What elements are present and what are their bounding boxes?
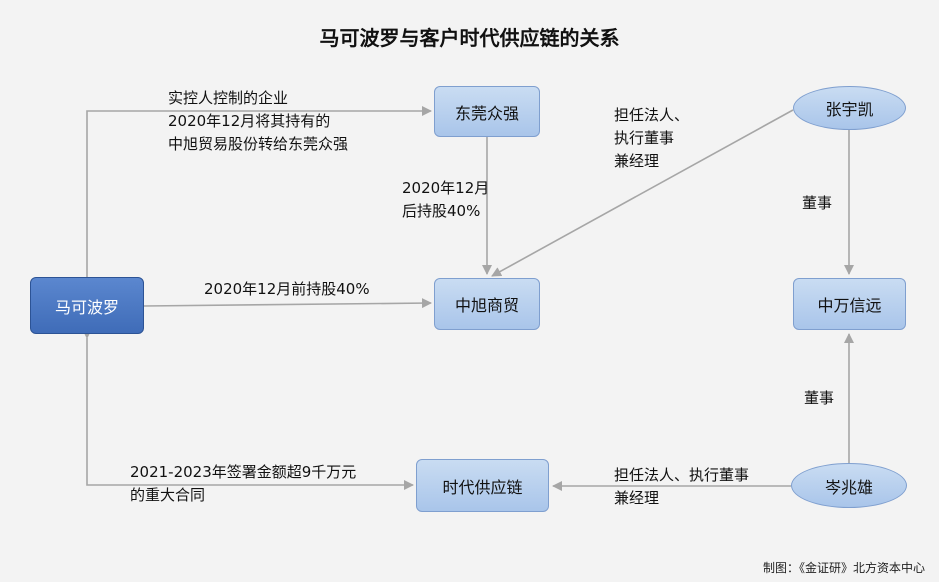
node-makeboluo: 马可波罗: [30, 277, 144, 334]
label-zhangyukai-to-zhongwan: 董事: [802, 192, 832, 215]
edge-makeboluo-to-dongguan: [86, 106, 432, 277]
footer-credit: 制图：《金证研》北方资本中心: [762, 561, 925, 575]
label-line: 董事: [802, 194, 833, 212]
node-dongguan: 东莞众强: [434, 86, 540, 137]
label-line: 中旭贸易股份转给东莞众强: [168, 135, 349, 153]
label-line: 2020年12月将其持有的: [168, 112, 331, 130]
label-zhangyukai-to-zhongxu: 担任法人、 执行董事 兼经理: [614, 104, 689, 173]
label-makeboluo-to-zhongxu: 2020年12月前持股40%: [204, 278, 370, 301]
label-dongguan-to-zhongxu: 2020年12月 后持股40%: [402, 177, 489, 223]
label-line: 担任法人、执行董事: [614, 466, 750, 484]
edge-makeboluo-to-zhongxu: [143, 298, 432, 309]
node-zhongwan: 中万信远: [793, 278, 906, 330]
label-line: 兼经理: [614, 489, 660, 507]
label-line: 执行董事: [614, 129, 675, 147]
label-line: 2020年12月: [402, 179, 490, 197]
label-cenzhaoxiong-to-shidai: 担任法人、执行董事 兼经理: [614, 464, 749, 510]
label-line: 2021-2023年签署金额超9千万元: [130, 463, 357, 481]
label-line: 的重大合同: [130, 486, 206, 504]
label-makeboluo-to-dongguan: 实控人控制的企业 2020年12月将其持有的 中旭贸易股份转给东莞众强: [168, 87, 348, 156]
label-line: 后持股40%: [402, 202, 481, 220]
label-line: 担任法人、: [614, 106, 690, 124]
diagram-title: 马可波罗与客户时代供应链的关系: [319, 26, 620, 50]
edge-zhangyukai-to-zhongxu: [491, 109, 794, 277]
node-cenzhaoxiong: 岑兆雄: [791, 463, 907, 508]
label-line: 董事: [804, 389, 835, 407]
node-zhongxu: 中旭商贸: [434, 278, 540, 330]
label-shidai-makeboluo: 2021-2023年签署金额超9千万元 的重大合同: [130, 461, 356, 507]
node-zhangyukai: 张宇凯: [793, 86, 906, 130]
edge-shidai-makeboluo: [82, 329, 414, 490]
label-line: 兼经理: [614, 152, 660, 170]
label-cenzhaoxiong-to-zhongwan: 董事: [804, 387, 834, 410]
node-shidai: 时代供应链: [416, 459, 549, 512]
label-line: 实控人控制的企业: [168, 89, 289, 107]
label-line: 2020年12月前持股40%: [204, 280, 370, 298]
